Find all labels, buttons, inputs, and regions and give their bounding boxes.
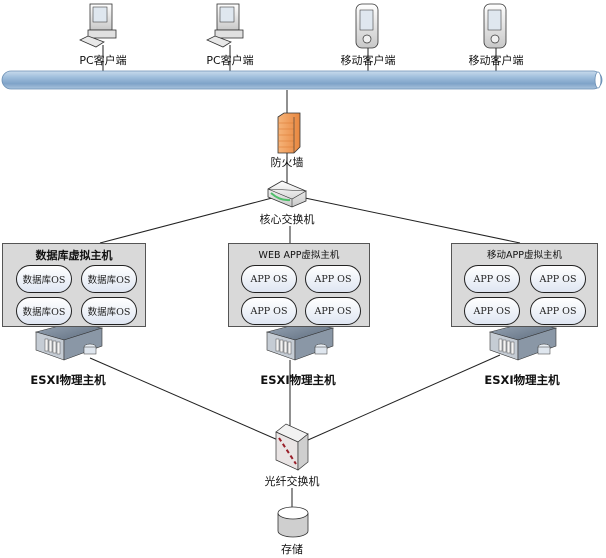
guest-os: APP OS bbox=[305, 265, 361, 293]
esxi-host-label: ESXI物理主机 bbox=[260, 373, 336, 387]
core-switch-icon bbox=[267, 180, 308, 208]
pc-client-label: PC客户端 bbox=[206, 54, 254, 67]
storage-icon bbox=[277, 506, 309, 538]
pc-icon bbox=[79, 3, 117, 48]
guest-os: APP OS bbox=[464, 265, 520, 293]
vm-host-database: 数据库虚拟主机 数据库OS 数据库OS 数据库OS 数据库OS bbox=[2, 243, 146, 327]
network-bus bbox=[1, 70, 603, 90]
pc-icon bbox=[206, 3, 244, 48]
guest-os: 数据库OS bbox=[81, 265, 137, 293]
mobile-device-icon bbox=[483, 3, 507, 49]
guest-os: 数据库OS bbox=[16, 265, 72, 293]
vm-host-title: WEB APP虚拟主机 bbox=[258, 250, 340, 261]
firewall-label: 防火墙 bbox=[270, 156, 304, 169]
guest-os: APP OS bbox=[530, 297, 586, 325]
pc-client-label: PC客户端 bbox=[79, 54, 127, 67]
mobile-device-icon bbox=[355, 3, 379, 49]
esxi-host-label: ESXI物理主机 bbox=[484, 373, 560, 387]
core-switch-label: 核心交换机 bbox=[259, 213, 315, 226]
fiber-switch-icon bbox=[275, 423, 309, 471]
guest-os: APP OS bbox=[241, 265, 297, 293]
storage-label: 存储 bbox=[281, 543, 303, 556]
guest-os: APP OS bbox=[464, 297, 520, 325]
link-esxi3-fiber bbox=[307, 354, 501, 441]
link-switch-db bbox=[99, 197, 273, 244]
esxi-server-icon bbox=[488, 321, 558, 361]
guest-os: APP OS bbox=[530, 265, 586, 293]
vm-host-title: 移动APP虚拟主机 bbox=[487, 250, 562, 261]
mobile-client-label: 移动客户端 bbox=[340, 54, 396, 67]
vm-host-web-app: WEB APP虚拟主机 APP OS APP OS APP OS APP OS bbox=[228, 243, 370, 327]
firewall-icon bbox=[277, 112, 301, 154]
guest-os: APP OS bbox=[305, 297, 361, 325]
vm-host-mobile-app: 移动APP虚拟主机 APP OS APP OS APP OS APP OS bbox=[451, 243, 598, 327]
guest-os: 数据库OS bbox=[16, 297, 72, 325]
esxi-server-icon bbox=[265, 321, 335, 361]
esxi-host-label: ESXI物理主机 bbox=[30, 373, 106, 387]
guest-os: 数据库OS bbox=[81, 297, 137, 325]
connection-lines bbox=[89, 45, 521, 510]
guest-os: APP OS bbox=[241, 297, 297, 325]
esxi-server-icon bbox=[34, 321, 104, 361]
mobile-client-label: 移动客户端 bbox=[468, 54, 524, 67]
vm-host-title: 数据库虚拟主机 bbox=[35, 249, 113, 262]
link-switch-mobileapp bbox=[304, 197, 521, 244]
fiber-switch-label: 光纤交换机 bbox=[264, 475, 320, 488]
link-esxi1-fiber bbox=[89, 357, 279, 441]
